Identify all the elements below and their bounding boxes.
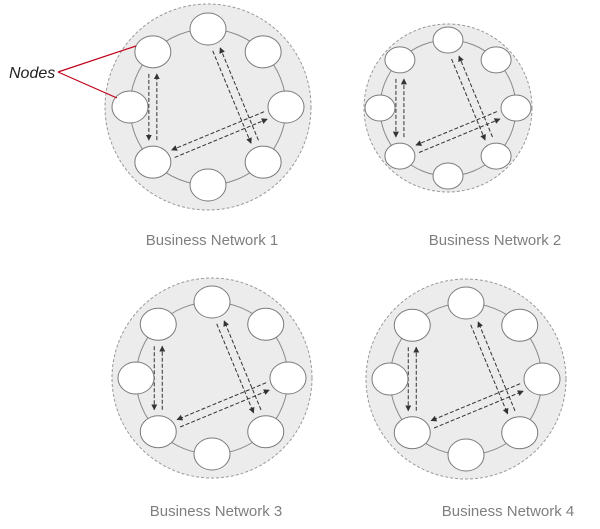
node — [139, 307, 177, 341]
node — [393, 308, 431, 342]
arrow — [433, 390, 524, 429]
node — [447, 286, 485, 320]
callout-line-lower — [57, 71, 118, 99]
node — [501, 416, 539, 450]
network-4-label: Business Network 4 — [442, 503, 575, 520]
network-3-label: Business Network 3 — [150, 503, 283, 520]
arrow — [470, 324, 509, 415]
node — [371, 362, 409, 396]
callout-line-upper — [57, 45, 137, 73]
arrow — [223, 320, 262, 411]
node — [447, 438, 485, 472]
arrow — [174, 118, 268, 158]
node — [111, 90, 149, 124]
node — [193, 285, 231, 319]
arrow — [212, 50, 252, 144]
network-1-label: Business Network 1 — [146, 232, 279, 249]
node — [139, 415, 177, 449]
arrow — [418, 118, 501, 153]
node — [480, 46, 512, 74]
node — [189, 168, 227, 202]
node — [117, 361, 155, 395]
node — [267, 90, 305, 124]
arrow — [179, 389, 270, 428]
node — [269, 361, 307, 395]
arrow — [219, 47, 259, 141]
arrow — [430, 383, 521, 422]
node — [384, 46, 416, 74]
network-2-label: Business Network 2 — [429, 232, 562, 249]
network-3 — [111, 277, 313, 479]
nodes-callout-label: Nodes — [9, 65, 55, 82]
network-4 — [365, 278, 567, 480]
node — [432, 26, 464, 54]
arrow — [415, 111, 498, 146]
network-2 — [363, 23, 533, 193]
node — [244, 145, 282, 179]
arrow — [451, 58, 486, 141]
node — [189, 12, 227, 46]
node — [193, 437, 231, 471]
node — [244, 35, 282, 69]
node — [432, 162, 464, 190]
arrow — [477, 321, 516, 412]
arrow — [176, 382, 267, 421]
node — [247, 307, 285, 341]
nodes-callout: Nodes — [9, 45, 137, 99]
arrow — [171, 111, 265, 151]
arrow — [216, 323, 255, 414]
node — [523, 362, 561, 396]
node — [500, 94, 532, 122]
node — [134, 35, 172, 69]
node — [134, 145, 172, 179]
network-1 — [104, 3, 312, 211]
node — [393, 416, 431, 450]
node — [480, 142, 512, 170]
node — [247, 415, 285, 449]
arrow — [458, 55, 493, 138]
node — [384, 142, 416, 170]
node — [364, 94, 396, 122]
node — [501, 308, 539, 342]
